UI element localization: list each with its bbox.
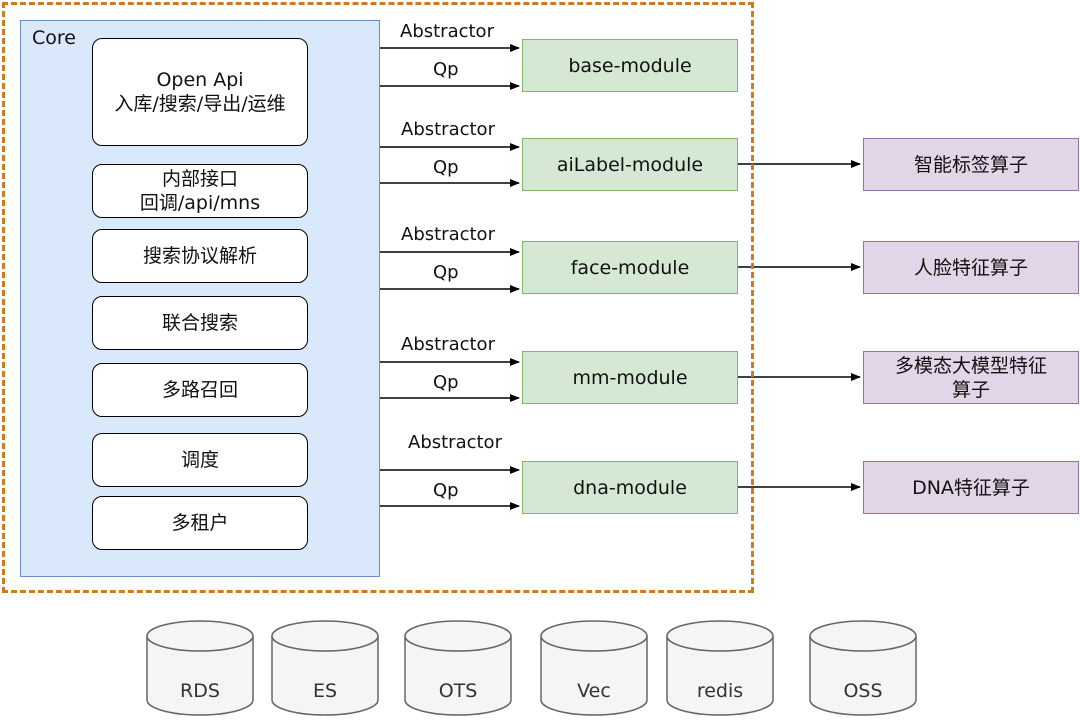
operator-multimodal-feature: 多模态大模型特征算子 bbox=[863, 351, 1079, 404]
core-title: Core bbox=[32, 27, 76, 49]
core-item-line: 入库/搜索/导出/运维 bbox=[114, 93, 286, 115]
operator-line: 智能标签算子 bbox=[913, 153, 1028, 176]
module-face: face-module bbox=[522, 241, 738, 294]
operator-smart-label: 智能标签算子 bbox=[863, 138, 1079, 191]
core-item-scheduling: 调度 bbox=[92, 433, 308, 487]
operator-line: 算子 bbox=[951, 378, 990, 401]
operator-dna-feature: DNA特征算子 bbox=[863, 461, 1079, 514]
operator-face-feature: 人脸特征算子 bbox=[863, 241, 1079, 294]
core-item-line: 调度 bbox=[180, 449, 219, 471]
core-item-line: 联合搜索 bbox=[161, 312, 238, 334]
core-item-multi-tenant: 多租户 bbox=[92, 496, 308, 550]
datastore-label: RDS bbox=[180, 680, 220, 702]
edge-label-qp: Qp bbox=[433, 59, 459, 80]
datastore-rds: RDS bbox=[145, 618, 255, 722]
datastore-ots: OTS bbox=[403, 618, 513, 722]
edge-label-qp: Qp bbox=[433, 372, 459, 393]
core-item-line: Open Api bbox=[156, 69, 244, 91]
module-dna: dna-module bbox=[522, 461, 738, 514]
datastore-label: OTS bbox=[438, 680, 478, 702]
database-icon bbox=[404, 620, 512, 716]
module-ailabel: aiLabel-module bbox=[522, 138, 738, 191]
database-icon bbox=[666, 620, 774, 716]
edge-label-abstractor: Abstractor bbox=[408, 432, 502, 453]
database-icon bbox=[271, 620, 379, 716]
core-item-protocol-parse: 搜索协议解析 bbox=[92, 229, 308, 283]
edge-label-qp: Qp bbox=[433, 262, 459, 283]
operator-line: 多模态大模型特征 bbox=[894, 354, 1047, 377]
datastore-vec: Vec bbox=[539, 618, 649, 722]
datastore-label: redis bbox=[696, 680, 744, 702]
database-icon bbox=[146, 620, 254, 716]
datastore-label: Vec bbox=[577, 680, 611, 702]
edge-label-abstractor: Abstractor bbox=[401, 119, 495, 140]
operator-line: 人脸特征算子 bbox=[913, 256, 1028, 279]
database-icon bbox=[540, 620, 648, 716]
module-base: base-module bbox=[522, 39, 738, 92]
core-item-line: 内部接口 bbox=[161, 168, 238, 190]
edge-label-qp: Qp bbox=[433, 157, 459, 178]
database-icon bbox=[809, 620, 917, 716]
operator-line: DNA特征算子 bbox=[912, 476, 1030, 499]
datastore-label: ES bbox=[312, 680, 338, 702]
edge-label-abstractor: Abstractor bbox=[401, 224, 495, 245]
edge-label-abstractor: Abstractor bbox=[400, 21, 494, 42]
datastore-es: ES bbox=[270, 618, 380, 722]
core-item-line: 搜索协议解析 bbox=[142, 245, 257, 267]
edge-label-qp: Qp bbox=[433, 480, 459, 501]
core-item-line: 多租户 bbox=[171, 512, 229, 534]
core-item-internal-api: 内部接口回调/api/mns bbox=[92, 164, 308, 218]
datastore-oss: OSS bbox=[808, 618, 918, 722]
datastore-redis: redis bbox=[665, 618, 775, 722]
system-boundary bbox=[2, 2, 754, 593]
core-item-federated-search: 联合搜索 bbox=[92, 296, 308, 350]
edge-label-abstractor: Abstractor bbox=[401, 334, 495, 355]
core-item-multi-recall: 多路召回 bbox=[92, 363, 308, 417]
core-item-line: 回调/api/mns bbox=[139, 192, 261, 214]
module-mm: mm-module bbox=[522, 351, 738, 404]
datastore-label: OSS bbox=[843, 680, 883, 702]
core-item-line: 多路召回 bbox=[161, 379, 238, 401]
